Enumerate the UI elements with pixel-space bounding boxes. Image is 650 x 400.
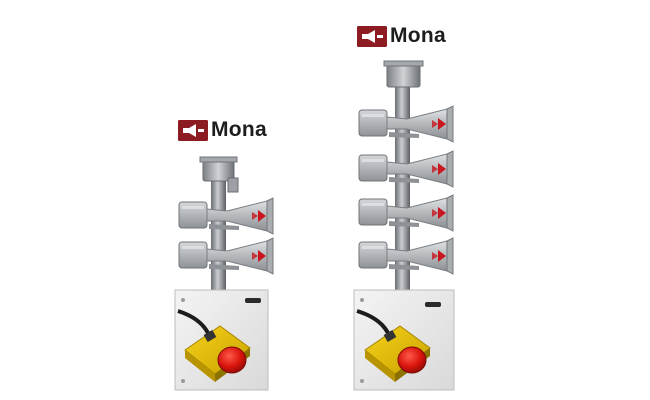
- brand-name: Mona: [390, 24, 447, 47]
- control-box-icon: [353, 289, 455, 391]
- brand-logo-left: Mona: [178, 118, 267, 142]
- siren-unit-right: [353, 60, 455, 391]
- pole-cap: [386, 62, 421, 88]
- brand-name: Mona: [211, 118, 268, 141]
- brand-mark-icon: [178, 119, 208, 141]
- brand-logo-right: Mona: [357, 24, 446, 48]
- brand-mark-icon: [357, 25, 387, 47]
- pole-icon: [211, 172, 226, 290]
- siren-unit-left: [174, 156, 274, 391]
- control-box-icon: [174, 289, 269, 391]
- emergency-stop-button-icon: [397, 346, 427, 374]
- pole-icon: [395, 78, 410, 290]
- emergency-stop-button-icon: [217, 346, 247, 374]
